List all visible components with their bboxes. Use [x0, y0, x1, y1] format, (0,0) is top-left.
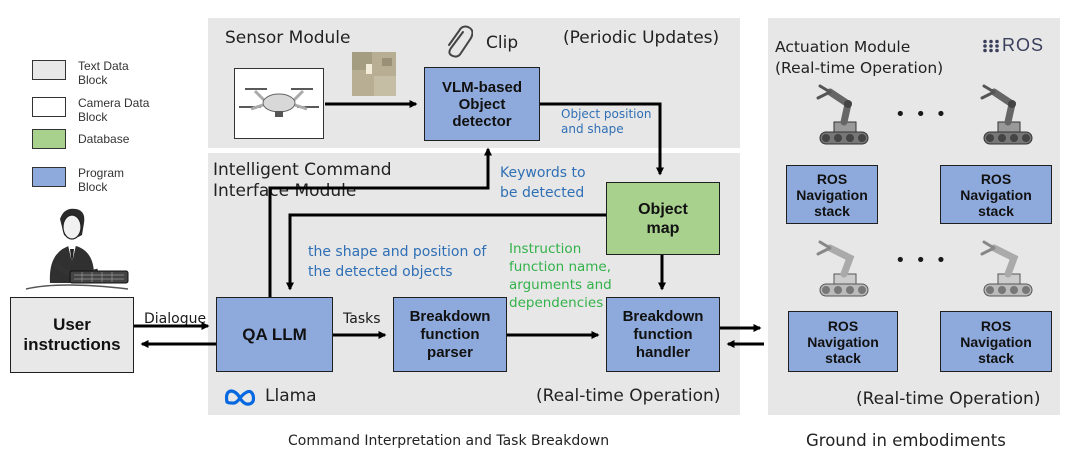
object-map-label: Object map [638, 200, 688, 237]
dialogue-label: Dialogue [144, 311, 207, 327]
llama-label: Llama [265, 386, 317, 406]
breakdown-parser-block: Breakdown function parser [393, 297, 507, 372]
ros-nav-stack-1: ROS Navigation stack [786, 165, 878, 224]
legend-camera-swatch [32, 97, 66, 117]
ros-nav-stack-label: ROS Navigation stack [960, 317, 1032, 366]
aerial-photo-image [352, 52, 396, 96]
breakdown-handler-block: Breakdown function handler [606, 297, 720, 372]
meta-logo-icon [224, 389, 256, 406]
legend-database-label: Database [78, 132, 130, 146]
user-instructions-block: User instructions [10, 297, 134, 373]
drone-camera-block [234, 68, 324, 139]
ros-logo-text: ROS [1002, 35, 1045, 55]
actuation-mode-label: (Real-time Operation) [856, 389, 1041, 409]
ros-nav-stack-3: ROS Navigation stack [788, 311, 898, 372]
robot-icon-1 [816, 84, 869, 145]
breakdown-handler-label: Breakdown function handler [622, 307, 704, 361]
sensor-module-title: Sensor Module [225, 28, 351, 48]
sensor-mode-label: (Periodic Updates) [563, 28, 720, 48]
legend-text-label: Text Data Block [78, 59, 129, 87]
legend-program-swatch [32, 167, 66, 187]
ros-nav-stack-2: ROS Navigation stack [940, 165, 1052, 224]
paperclip-icon [448, 25, 473, 58]
drone-icon [239, 88, 319, 117]
shape-position-label: the shape and position of the detected o… [308, 244, 487, 280]
ellipsis-top: • • • [895, 104, 949, 125]
command-mode-label: (Real-time Operation) [536, 386, 721, 406]
tasks-label: Tasks [343, 311, 381, 327]
caption-left: Command Interpretation and Task Breakdow… [288, 433, 610, 449]
object-map-block: Object map [606, 182, 720, 255]
qa-llm-block: QA LLM [216, 297, 333, 372]
legend-program-label: Program Block [78, 166, 125, 194]
qa-llm-label: QA LLM [242, 324, 307, 344]
robot-icon-3 [816, 240, 869, 297]
ros-nav-stack-4: ROS Navigation stack [940, 311, 1052, 372]
instruction-label: Instruction function name, arguments and… [509, 241, 612, 311]
command-module-title: Intelligent Command Interface Module [213, 160, 392, 201]
legend-text-swatch [32, 60, 66, 80]
ellipsis-bottom: • • • [895, 250, 949, 271]
breakdown-parser-label: Breakdown function parser [409, 307, 491, 361]
robot-icon-2 [980, 84, 1033, 145]
user-instructions-label: User instructions [23, 315, 121, 354]
clip-label: Clip [486, 33, 519, 53]
keywords-label: Keywords to be detected [500, 165, 586, 201]
vlm-object-detector-block: VLM-based Object detector [424, 67, 540, 141]
robot-icon-4 [980, 240, 1033, 297]
ros-nav-stack-label: ROS Navigation stack [960, 170, 1032, 219]
caption-right: Ground in embodiments [806, 431, 1006, 450]
ros-nav-stack-label: ROS Navigation stack [807, 317, 879, 366]
legend-database-swatch [32, 129, 66, 149]
legend-camera-label: Camera Data Block [78, 96, 150, 124]
object-position-shape-label: Object position and shape [561, 107, 652, 136]
ros-dots-icon [983, 39, 999, 53]
actuation-module-title: Actuation Module (Real-time Operation) [775, 38, 944, 77]
person-at-keyboard-icon [25, 208, 129, 290]
ros-nav-stack-label: ROS Navigation stack [796, 170, 868, 219]
vlm-object-detector-label: VLM-based Object detector [441, 78, 522, 130]
